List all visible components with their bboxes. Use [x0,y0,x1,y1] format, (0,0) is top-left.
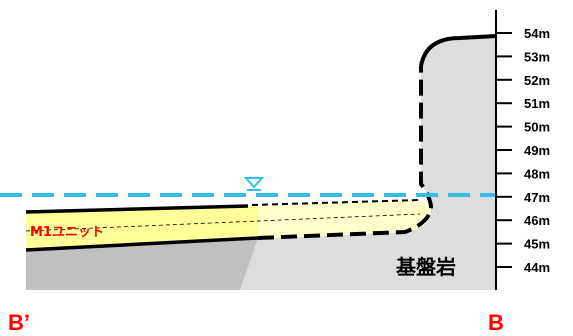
elevation-tick-label: 47m [524,190,550,205]
m1-top-dashed-boundary [251,199,421,206]
bedrock-surface-solid [419,34,497,67]
m1-unit-area [26,206,260,250]
m1-top-boundary [25,204,249,214]
m1-unit-label: M1ユニット [30,225,104,240]
elevation-tick-label: 54m [524,26,550,41]
elevation-tick-label: 46m [524,213,550,228]
elevation-tick-label: 53m [524,49,550,64]
elevation-tick-label: 52m [524,73,550,88]
elevation-tick-label: 44m [524,260,550,275]
m1-center-line [25,213,421,232]
section-end-label-right: B [488,310,504,335]
elevation-tick-label: 45m [524,237,550,252]
water-level-triangle-icon [243,177,265,191]
m1-unit-pale-area [258,200,432,238]
elevation-tick-label: 49m [524,143,550,158]
elevation-tick-label: 51m [524,96,550,111]
elevation-tick-label: 48m [524,166,550,181]
section-end-label-left: B’ [8,310,30,335]
elevation-ticks: 54m 53m 52m 51m 50m 49m 48m 47m 46m 45m 44m [496,26,550,275]
elevation-tick-label: 50m [524,120,550,135]
m1-bottom-boundary [25,236,259,252]
bedrock-label: 基盤岩 [396,255,456,279]
bedrock-shadow-area [26,238,258,290]
bedrock-surface-dashed [257,66,434,240]
